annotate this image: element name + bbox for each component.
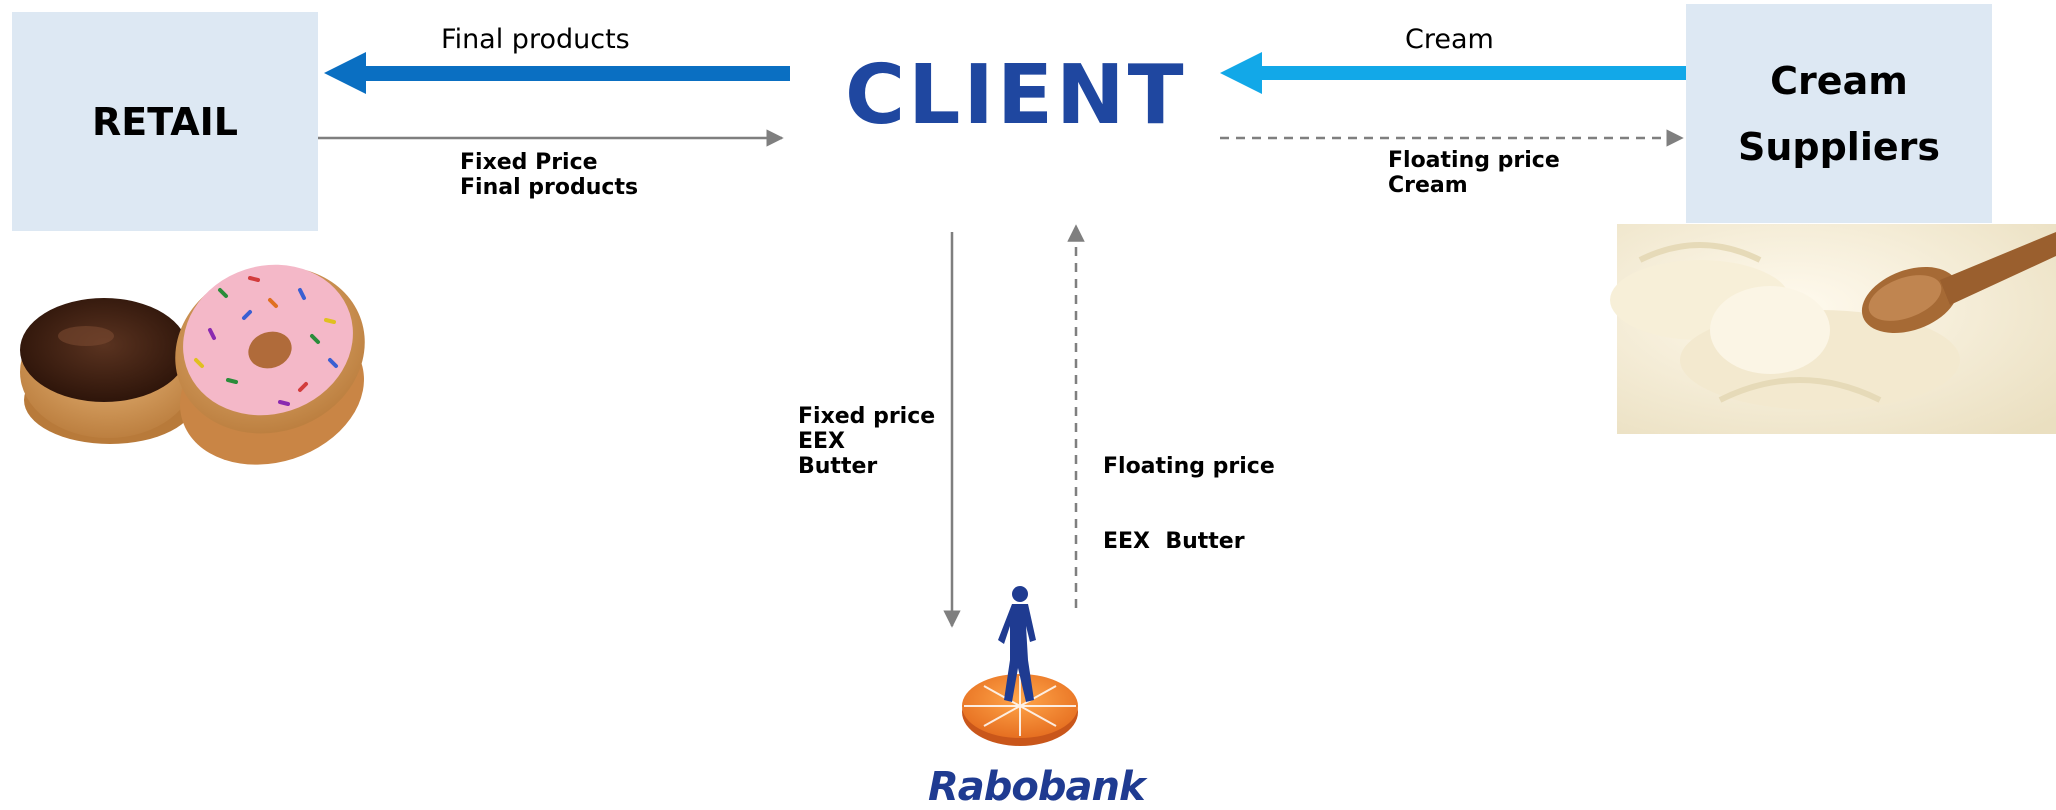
suppliers-label-line1: Cream bbox=[1770, 58, 1908, 103]
fixed-price-final-line1: Fixed Price bbox=[460, 150, 598, 175]
donut-image bbox=[20, 264, 365, 465]
fixed-price-final-line2: Final products bbox=[460, 175, 639, 200]
cream-spoon-image bbox=[1610, 224, 2056, 434]
cream-label: Cream bbox=[1405, 24, 1494, 55]
rabobank-wordmark: Rabobank bbox=[928, 764, 1146, 810]
fixed-price-eex-label: Fixed price EEX Butter bbox=[798, 404, 935, 479]
fixed-price-eex-line1: Fixed price bbox=[798, 404, 936, 429]
final-products-label: Final products bbox=[441, 24, 630, 55]
floating-price-cream-line1: Floating price bbox=[1388, 148, 1560, 173]
fixed-price-eex-line3: Butter bbox=[798, 454, 878, 479]
retail-box: RETAIL bbox=[12, 12, 318, 231]
client-title: CLIENT bbox=[845, 48, 1187, 143]
floating-price-eex-line1: Floating price bbox=[1103, 454, 1275, 479]
floating-price-eex-label: Floating price EEX Butter bbox=[1103, 404, 1275, 579]
fixed-price-final-label: Fixed Price Final products bbox=[460, 150, 638, 200]
cream-arrow bbox=[1220, 52, 1686, 94]
rabobank-logo bbox=[962, 586, 1078, 746]
fixed-price-eex-line2: EEX bbox=[798, 429, 846, 454]
final-products-arrow bbox=[324, 52, 790, 94]
suppliers-label-line2: Suppliers bbox=[1737, 124, 1940, 169]
retail-label: RETAIL bbox=[92, 99, 238, 144]
floating-price-eex-line2: EEX Butter bbox=[1103, 529, 1245, 554]
cream-suppliers-box: Cream Suppliers bbox=[1686, 4, 1992, 223]
floating-price-cream-label: Floating price Cream bbox=[1388, 148, 1560, 198]
floating-price-cream-line2: Cream bbox=[1388, 173, 1468, 198]
